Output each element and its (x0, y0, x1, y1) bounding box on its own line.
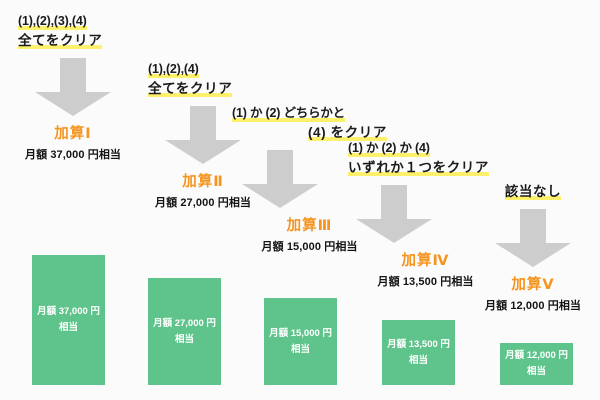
value-bar-4: 月額 13,500 円 相当 (382, 320, 455, 385)
value-bar-label-5a: 月額 12,000 円 (505, 350, 568, 362)
condition-line-2b: 全てをクリア (148, 80, 233, 96)
value-bar-label-3b: 相当 (290, 343, 310, 355)
tier-label-4: 加算Ⅳ (401, 252, 450, 269)
value-bar-label-1a: 月額 37,000 円 (37, 306, 100, 318)
condition-line-3a: (1) か (2) どちらかと (232, 106, 345, 120)
value-bar-label-1b: 相当 (58, 322, 78, 333)
value-bar-3: 月額 15,000 円 相当 (264, 298, 337, 385)
flow-column-4: (1) か (2) か (4) いずれか１つをクリア 加算Ⅳ 月額 13,500… (348, 140, 503, 289)
value-bar-label-2a: 月額 27,000 円 (153, 317, 216, 329)
condition-text-5: 該当なし (478, 182, 588, 201)
flow-column-5: 該当なし 加算Ⅴ 月額 12,000 円相当 (478, 182, 588, 313)
condition-line-1b: 全てをクリア (18, 32, 103, 48)
down-arrow-icon-4 (356, 184, 432, 243)
down-arrow-icon-2 (165, 105, 241, 164)
condition-line-4b: いずれか１つをクリア (348, 159, 489, 175)
tier-amount-5: 月額 12,000 円相当 (484, 300, 582, 313)
value-bar-5: 月額 12,000 円 相当 (500, 343, 573, 385)
value-bar-label-4a: 月額 13,500 円 (387, 338, 450, 350)
value-bar-label-4b: 相当 (408, 354, 428, 366)
condition-text-1: (1),(2),(3),(4) 全てをクリア (18, 13, 128, 50)
flow-column-1: (1),(2),(3),(4) 全てをクリア 加算Ⅰ 月額 37,000 円相当 (18, 13, 128, 162)
condition-line-1a: (1),(2),(3),(4) (18, 14, 87, 28)
tier-label-2: 加算Ⅱ (182, 173, 224, 190)
tier-amount-2: 月額 27,000 円相当 (154, 196, 252, 209)
tier-amount-3: 月額 15,000 円相当 (261, 240, 358, 253)
value-bar-2: 月額 27,000 円 相当 (148, 278, 221, 385)
condition-line-4a: (1) か (2) か (4) (348, 141, 430, 155)
value-bar-1: 月額 37,000 円 相当 (32, 255, 105, 385)
value-bar-label-3a: 月額 15,000 円 (269, 327, 332, 339)
tier-amount-1: 月額 37,000 円相当 (24, 148, 122, 161)
condition-line-2a: (1),(2),(4) (148, 62, 199, 76)
down-arrow-icon-1 (35, 57, 111, 116)
condition-text-4: (1) か (2) か (4) いずれか１つをクリア (348, 140, 503, 177)
flow-column-2: (1),(2),(4) 全てをクリア 加算Ⅱ 月額 27,000 円相当 (148, 61, 258, 210)
flow-column-3: (1) か (2) どちらかと (4) をクリア 加算Ⅲ 月額 15,000 円… (232, 105, 388, 254)
condition-line-3b: (4) をクリア (307, 124, 387, 140)
condition-line-5b: 該当なし (504, 184, 562, 199)
value-bar-label-5b: 相当 (526, 366, 546, 377)
tier-amount-4: 月額 13,500 円相当 (377, 275, 474, 288)
tier-label-1: 加算Ⅰ (54, 125, 92, 142)
tier-label-3: 加算Ⅲ (286, 217, 333, 234)
down-arrow-icon-3 (242, 149, 318, 208)
condition-text-3: (1) か (2) どちらかと (4) をクリア (232, 105, 388, 142)
down-arrow-icon-5 (495, 209, 571, 268)
condition-text-2: (1),(2),(4) 全てをクリア (148, 61, 258, 98)
tier-label-5: 加算Ⅴ (511, 277, 555, 294)
value-bar-label-2b: 相当 (174, 333, 194, 345)
